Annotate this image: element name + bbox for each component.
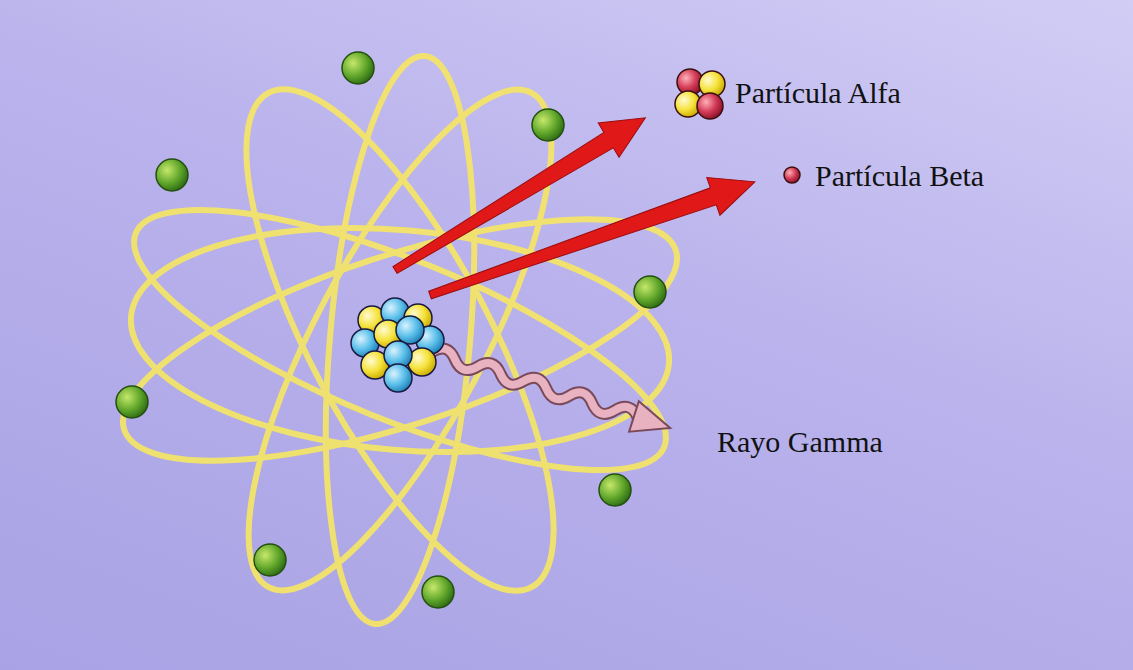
gamma-ray <box>427 337 675 443</box>
beta-particle <box>784 167 800 183</box>
gamma-label: Rayo Gamma <box>717 425 883 458</box>
red-arrows <box>385 101 762 314</box>
alpha-label: Partícula Alfa <box>735 76 901 109</box>
nucleus <box>351 298 444 392</box>
beta-label: Partícula Beta <box>815 159 984 192</box>
electron-orbits <box>98 50 702 630</box>
alpha-particle <box>675 69 725 119</box>
electrons <box>116 52 666 608</box>
